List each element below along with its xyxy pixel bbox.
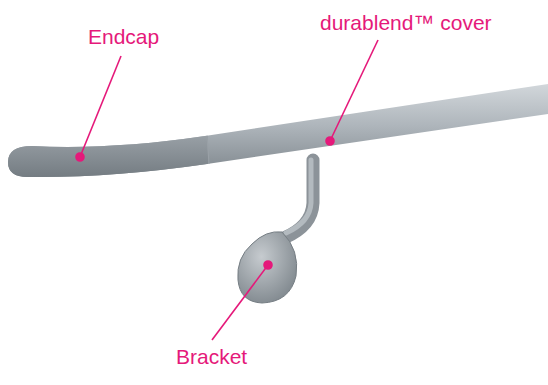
rail-cover (8, 84, 548, 177)
leader-line (330, 40, 378, 141)
bracket-highlight (286, 160, 311, 233)
endcap-joint (207, 136, 209, 164)
bracket-stem (284, 160, 313, 238)
part-label: Bracket (176, 344, 247, 369)
endcap-shape (8, 84, 208, 177)
leader-line (212, 265, 268, 340)
part-label: durablend™ cover (320, 10, 492, 35)
part-label: Endcap (88, 24, 159, 49)
leader-dot (76, 153, 84, 161)
leader-dot (326, 137, 334, 145)
leader-dot (264, 261, 272, 269)
leader-line (80, 56, 121, 157)
